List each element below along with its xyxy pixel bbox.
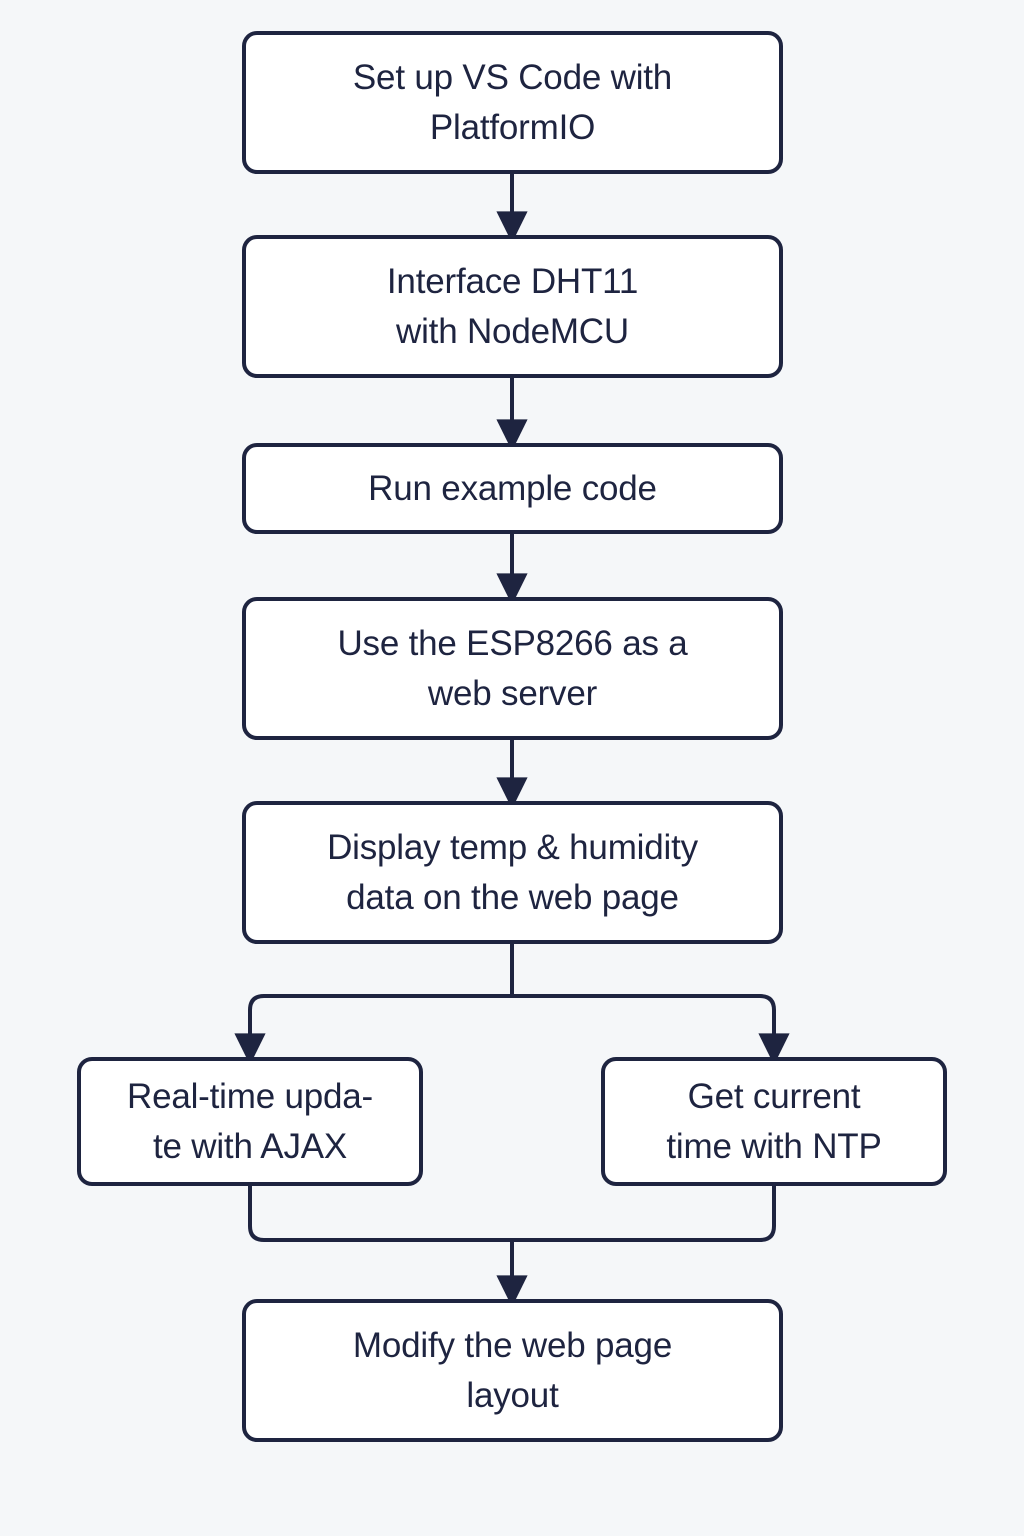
flow-node-realtime-ajax[interactable]: Real-time upda- te with AJAX bbox=[77, 1057, 423, 1186]
flow-node-label: Modify the web page layout bbox=[352, 1325, 673, 1415]
edge-ntp-time-to-merge-bus bbox=[512, 1186, 776, 1242]
flow-node-modify-layout[interactable]: Modify the web page layout bbox=[242, 1299, 783, 1442]
edge-split-to-ntp-time bbox=[512, 994, 790, 1066]
flow-node-setup-vscode[interactable]: Set up VS Code with PlatformIO bbox=[242, 31, 783, 174]
edge-realtime-ajax-to-merge-bus bbox=[248, 1186, 512, 1242]
flow-node-label: Real-time upda- te with AJAX bbox=[127, 1076, 373, 1166]
flow-node-run-example[interactable]: Run example code bbox=[242, 443, 783, 534]
flow-node-label: Display temp & humidity data on the web … bbox=[327, 827, 698, 917]
flow-node-label: Get current time with NTP bbox=[666, 1076, 882, 1166]
flow-node-display-data[interactable]: Display temp & humidity data on the web … bbox=[242, 801, 783, 944]
flow-node-label: Interface DHT11 with NodeMCU bbox=[386, 261, 639, 351]
flow-node-label: Use the ESP8266 as a web server bbox=[337, 623, 688, 713]
flow-node-label: Run example code bbox=[368, 468, 657, 508]
flow-node-esp-webserver[interactable]: Use the ESP8266 as a web server bbox=[242, 597, 783, 740]
flow-node-label: Set up VS Code with PlatformIO bbox=[352, 57, 673, 147]
flow-node-ntp-time[interactable]: Get current time with NTP bbox=[601, 1057, 947, 1186]
flow-node-interface-dht[interactable]: Interface DHT11 with NodeMCU bbox=[242, 235, 783, 378]
edge-split-to-realtime-ajax bbox=[234, 994, 512, 1066]
